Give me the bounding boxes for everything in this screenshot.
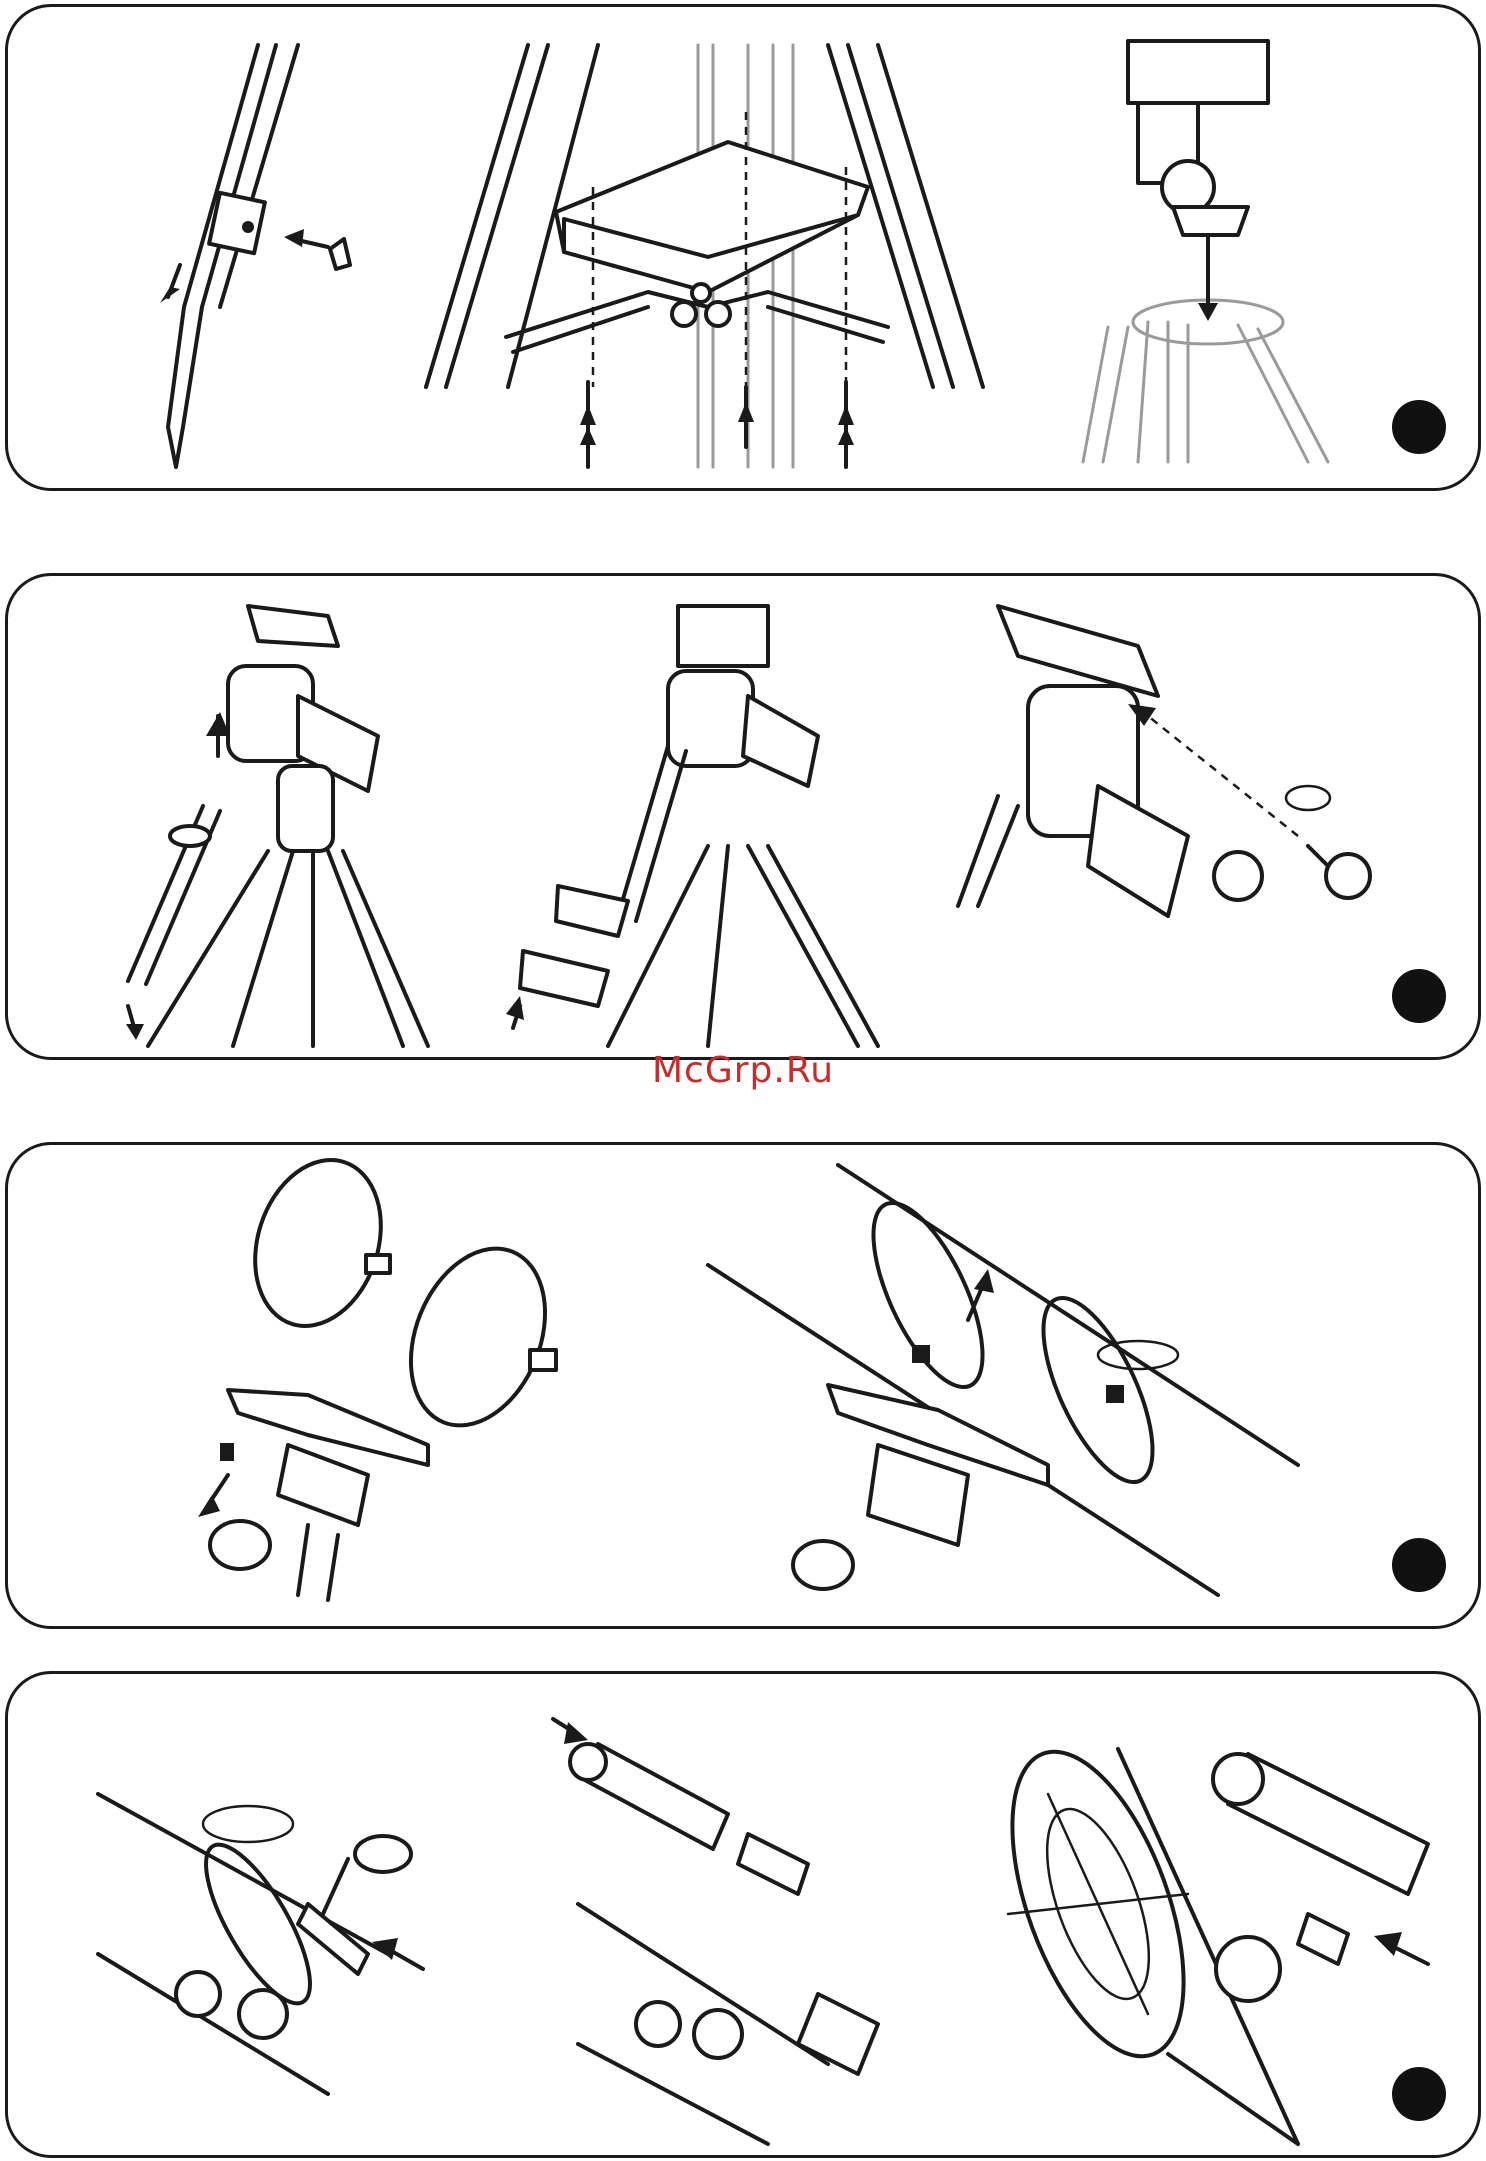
watermark-text: McGrp.Ru — [0, 1050, 1486, 1091]
leg-lock-knob-icon — [284, 229, 350, 269]
panel-4-illustration — [8, 1674, 1484, 2161]
step-panel-2 — [5, 573, 1481, 1060]
accessory-tray-illustration — [426, 45, 983, 467]
step-marker-4-icon — [1392, 2067, 1446, 2121]
reflector-with-finder-illustration — [977, 1730, 1428, 2144]
panel-2-illustration — [8, 576, 1484, 1063]
finderscope-insert-illustration — [553, 1719, 878, 2144]
step-marker-2-icon — [1392, 969, 1446, 1023]
dec-axis-detail-illustration — [958, 606, 1370, 916]
step-panel-1 — [5, 4, 1481, 491]
tray-screw-arrows-icon — [580, 382, 854, 467]
counterweights-illustration — [506, 606, 878, 1046]
panel-1-illustration — [8, 7, 1484, 494]
tube-rings-illustration — [198, 1145, 570, 1600]
step-marker-3-icon — [1392, 1538, 1446, 1592]
step-marker-1-icon — [1392, 400, 1446, 454]
step-panel-3 — [5, 1142, 1481, 1629]
tripod-leg-illustration — [160, 45, 298, 467]
finder-bracket-illustration — [98, 1794, 423, 2094]
panel-3-illustration — [8, 1145, 1484, 1632]
mount-with-counterweight-shaft-illustration — [126, 606, 428, 1046]
telescope-tube-in-rings-illustration — [708, 1165, 1298, 1595]
step-panel-4 — [5, 1671, 1481, 2158]
mount-head-illustration — [1083, 41, 1328, 462]
